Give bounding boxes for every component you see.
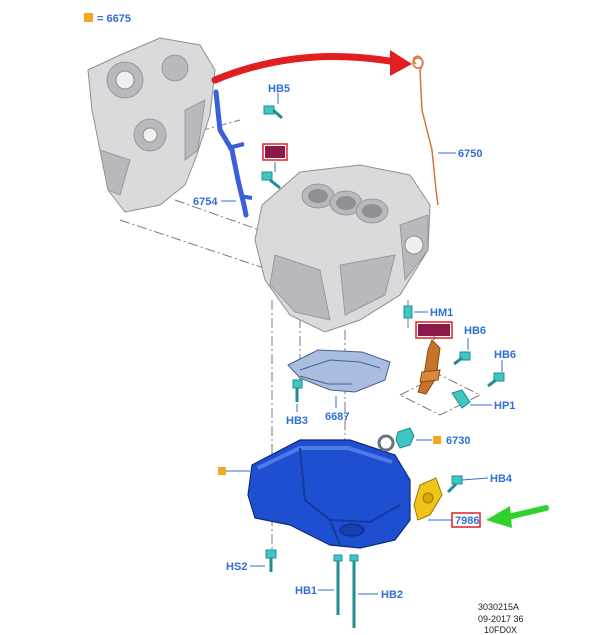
label-7986: 7986 <box>455 515 479 527</box>
label-hp1: HP1 <box>494 400 515 412</box>
bolt-hb3 <box>292 379 303 402</box>
orange-square-icon <box>218 467 226 475</box>
label-hm1: HM1 <box>430 307 453 319</box>
label-hs2: HS2 <box>226 561 247 573</box>
oil-pump-pickup <box>417 339 441 395</box>
bolt-hs2 <box>265 549 277 572</box>
bolt-hb2 <box>349 554 359 628</box>
red-curved-arrow-icon <box>211 50 412 84</box>
label-hb5: HB5 <box>268 83 290 95</box>
drain-plug-6730 <box>377 427 441 452</box>
footer-line-2: 09-2017 36 <box>478 614 524 624</box>
bolt-hm1 <box>403 305 413 319</box>
label-hb6-lower: HB6 <box>494 349 516 361</box>
label-6730: 6730 <box>446 435 470 447</box>
oil-pump <box>413 477 443 521</box>
redacted-label-box <box>418 324 450 336</box>
label-hb2: HB2 <box>381 589 403 601</box>
orange-square-icon <box>433 436 441 444</box>
engine-block <box>254 164 431 333</box>
leader-lines <box>221 93 503 595</box>
bolt-hb1 <box>333 554 343 615</box>
label-6750: 6750 <box>458 148 482 160</box>
timing-cover <box>87 37 216 213</box>
bolt-upper-redacted <box>261 171 281 190</box>
label-hb3: HB3 <box>286 415 308 427</box>
oil-pan <box>247 439 411 549</box>
label-hb6-upper: HB6 <box>464 325 486 337</box>
baffle-6687 <box>287 349 391 393</box>
label-hb4: HB4 <box>490 473 513 485</box>
dipstick-tube-6754 <box>213 89 253 218</box>
orange-square-icon <box>84 13 93 22</box>
bolt-hb4 <box>446 475 463 494</box>
bolt-hb6a <box>453 351 471 366</box>
legend-text: = 6675 <box>97 13 131 25</box>
label-6687: 6687 <box>325 411 349 423</box>
footer-line-1: 3030215A <box>478 602 519 612</box>
dipstick-6750 <box>412 55 439 206</box>
label-hb1: HB1 <box>295 585 317 597</box>
bolt-hb5 <box>263 105 283 120</box>
footer-line-3: 10FD0X <box>484 625 517 635</box>
green-arrow-icon <box>486 505 549 528</box>
label-6754: 6754 <box>193 196 218 208</box>
bolt-hb6b <box>487 372 505 388</box>
redacted-label-box <box>265 146 285 158</box>
bolt-hp1 <box>451 389 471 409</box>
